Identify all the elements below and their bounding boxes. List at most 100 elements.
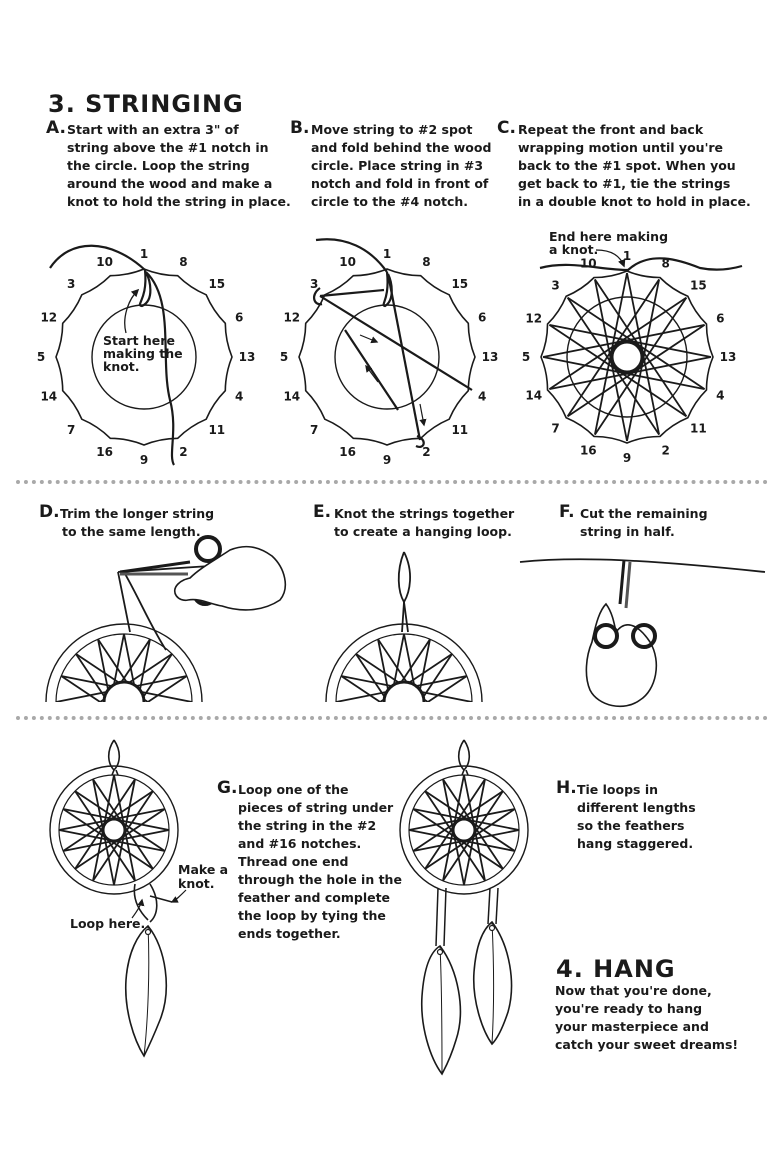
notch-number: 15 [451,277,468,291]
end-here-note-line: a knot. [549,242,598,257]
notch-number: 8 [179,255,187,269]
string-step-a [49,244,176,466]
step-f-line: string in half. [580,524,675,539]
step-h-text: H. Tie loops in different lengths so the… [556,779,696,853]
section-4-line: your masterpiece and [555,1019,709,1034]
hanging-loop-step-g [107,739,121,776]
step-d-line: to the same length. [62,524,201,539]
half-hoop-art [325,623,483,702]
section-3-title: 3. STRINGING [48,90,244,118]
web-string [336,701,341,702]
web-string [377,639,392,702]
step-e-line: Knot the strings together [334,506,515,521]
direction-arrow [365,364,379,383]
web-string [75,653,110,702]
step-c-line: in a double knot to hold in place. [518,194,751,209]
section-4-line: catch your sweet dreams! [555,1037,739,1052]
web-string [187,701,192,702]
notch-number: 14 [40,389,57,403]
start-here-note-line: making the [103,346,183,361]
notch-number: 10 [96,255,113,269]
web-center-hole [101,817,127,843]
notch-number: 7 [551,421,559,435]
direction-arrow [359,334,379,344]
end-here-note: End here making a knot. [549,229,668,257]
hoop-outer-ring [49,765,179,895]
notch-number: 13 [482,350,499,364]
step-g-text: G. Loop one of the pieces of string unde… [217,779,402,943]
step-c-letter: C. [497,118,516,138]
step-d-line: Trim the longer string [60,506,215,521]
half-hoop-step-d [45,623,203,702]
hoop-outer-ring [325,623,483,702]
notch-number: 4 [716,389,724,403]
direction-arrow [419,403,427,427]
web-center-hole [610,340,644,374]
step-g-line: through the hole in the [238,872,402,887]
hoop-outer-ring [540,270,714,444]
notch-number: 1 [623,249,631,263]
scissors-icon [119,535,222,606]
feather-hole [144,928,152,936]
step-g-line: the string in the #2 [238,818,377,833]
notch-number: 11 [208,423,225,437]
woven-web-step-c [542,272,712,442]
web-center-hole [382,680,426,702]
step-f-line: Cut the remaining [580,506,708,521]
step-a-line: string above the #1 notch in [67,140,269,155]
web-string [146,675,188,702]
step-b-letter: B. [290,118,310,138]
step-a-line: around the wood and make a [67,176,273,191]
make-knot-pointer [170,889,187,903]
hand-icon [173,545,287,611]
string-step-c [539,257,743,272]
notch-number: 14 [525,389,542,403]
step-g-line: ends together. [238,926,341,941]
notch-number: 1 [140,247,148,261]
step-b-line: Move string to #2 spot [311,122,473,137]
web-center-hole [102,680,146,702]
notch-number: 9 [623,451,631,465]
make-knot-note-line: Make a [178,862,228,877]
step-g-line: and #16 notches. [238,836,362,851]
make-knot-note-line: knot. [178,876,215,891]
web-string [426,675,468,702]
start-here-note-line: Start here [103,333,175,348]
notch-number: 16 [580,443,597,457]
step-e-line: to create a hanging loop. [334,524,512,539]
step-a-line: Start with an extra 3" of [67,122,239,137]
notch-number: 16 [96,445,113,459]
divider-2 [16,716,768,720]
step-c-line: get back to #1, tie the strings [518,176,731,191]
end-here-note-line: End here making [549,229,668,244]
notch-number: 7 [310,423,318,437]
step-c-line: wrapping motion until you're [518,140,724,155]
notch-number: 2 [662,443,670,457]
notch-number: 10 [580,257,597,271]
web-string [97,639,112,702]
feather-strings-step-h [435,887,499,947]
loop-here-note: Loop here. [70,916,145,931]
notch-number: 3 [67,277,75,291]
step-a-line: knot to hold the string in place. [67,194,291,209]
notch-number: 8 [422,255,430,269]
step-d-text: D. Trim the longer string to the same le… [39,503,215,541]
loop-here-pointer [131,898,145,919]
step-c-line: Repeat the front and back [518,122,704,137]
notch-number: 3 [551,279,559,293]
web-string [418,653,453,702]
step-h-line: so the feathers [577,818,685,833]
notch-number: 2 [179,445,187,459]
hand-icon [585,602,658,708]
feather-shaft [143,925,150,1057]
step-f-text: F. Cut the remaining string in half. [559,503,708,541]
hoop-outer-ring [399,765,529,895]
notch-number: 6 [478,311,486,325]
notch-number: 12 [525,311,542,325]
notch-number: 5 [37,350,45,364]
step-f-letter: F. [559,502,575,522]
step-a-text: A. Start with an extra 3" of string abov… [46,119,291,211]
step-g-line: Loop one of the [238,782,349,797]
web-center-hole [451,817,477,843]
